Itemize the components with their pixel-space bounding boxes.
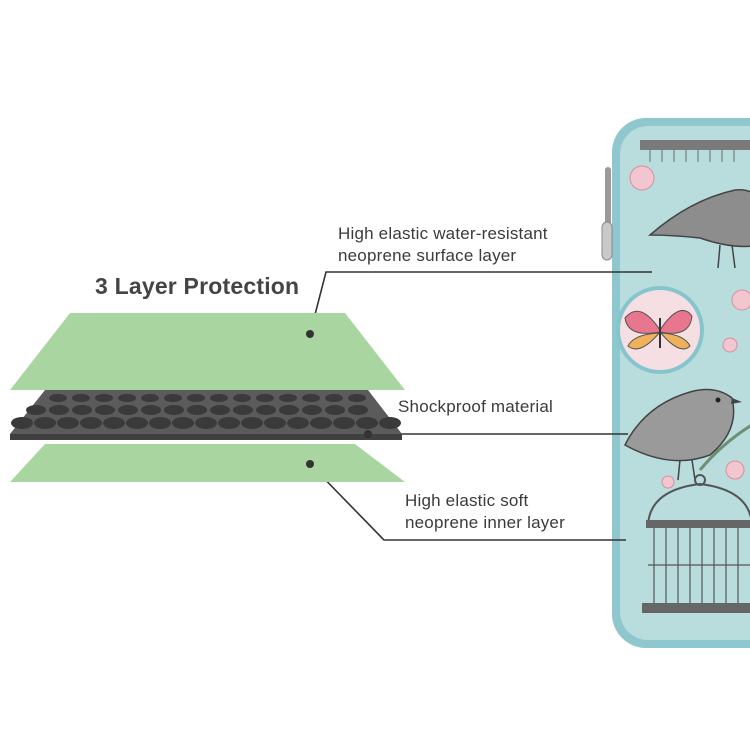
shockproof-dimples bbox=[11, 394, 401, 429]
dimple bbox=[279, 405, 299, 415]
dimple bbox=[126, 417, 148, 429]
laptop-sleeve bbox=[601, 118, 750, 648]
label-inner-line-1: High elastic soft bbox=[405, 491, 529, 510]
dimple bbox=[118, 405, 138, 415]
dimple bbox=[325, 394, 343, 402]
label-inner-layer: High elastic soft neoprene inner layer bbox=[405, 490, 565, 534]
dimple bbox=[80, 417, 102, 429]
dimple bbox=[256, 394, 274, 402]
dimple bbox=[302, 394, 320, 402]
dimple bbox=[195, 417, 217, 429]
dimple bbox=[233, 394, 251, 402]
dimple bbox=[172, 417, 194, 429]
dimple bbox=[72, 394, 90, 402]
butterfly-icon bbox=[624, 309, 693, 350]
branch bbox=[698, 424, 750, 471]
dimple bbox=[356, 417, 378, 429]
dimple bbox=[11, 417, 33, 429]
leader-line-outer bbox=[309, 271, 652, 335]
dimple bbox=[333, 417, 355, 429]
dimple bbox=[49, 405, 69, 415]
dimple bbox=[49, 394, 67, 402]
dimple bbox=[141, 405, 161, 415]
dimple bbox=[325, 405, 345, 415]
cage-top-bars bbox=[649, 150, 735, 162]
flower-icons bbox=[629, 165, 750, 489]
dimple bbox=[210, 405, 230, 415]
bird-icon-upper bbox=[648, 188, 750, 269]
dot-shock bbox=[364, 430, 372, 438]
dimple bbox=[256, 405, 276, 415]
label-shockproof-layer: Shockproof material bbox=[398, 396, 553, 418]
dimple bbox=[302, 405, 322, 415]
dimple bbox=[241, 417, 263, 429]
dimple bbox=[218, 417, 240, 429]
leader-dots bbox=[306, 330, 372, 468]
dimple bbox=[95, 405, 115, 415]
label-outer-layer: High elastic water-resistant neoprene su… bbox=[338, 223, 548, 267]
leader-line-inner bbox=[309, 463, 626, 541]
diagram-title: 3 Layer Protection bbox=[95, 273, 300, 299]
dimple bbox=[26, 405, 46, 415]
dimple bbox=[187, 405, 207, 415]
dimple bbox=[141, 394, 159, 402]
dimple bbox=[72, 405, 92, 415]
dimple bbox=[187, 394, 205, 402]
dimple bbox=[233, 405, 253, 415]
dimple bbox=[310, 417, 332, 429]
dimple bbox=[210, 394, 228, 402]
dimple bbox=[103, 417, 125, 429]
layer-inner bbox=[10, 444, 405, 482]
dot-inner bbox=[306, 460, 314, 468]
dimple bbox=[279, 394, 297, 402]
label-outer-line-1: High elastic water-resistant bbox=[338, 224, 548, 243]
bird-icon-lower bbox=[624, 388, 742, 481]
dimple bbox=[34, 417, 56, 429]
dimple bbox=[164, 405, 184, 415]
layer-outer-surface bbox=[10, 313, 405, 390]
dimple bbox=[287, 417, 309, 429]
dimple bbox=[348, 394, 366, 402]
cage-top-band bbox=[640, 140, 750, 150]
dimple bbox=[149, 417, 171, 429]
label-shock-line-1: Shockproof material bbox=[398, 397, 553, 416]
zipper-tab bbox=[601, 221, 613, 261]
layer-shockproof bbox=[10, 390, 402, 440]
birdcage-icon bbox=[642, 474, 750, 613]
dimple bbox=[95, 394, 113, 402]
dimple bbox=[57, 417, 79, 429]
sleeve-body bbox=[620, 126, 750, 640]
dimple bbox=[118, 394, 136, 402]
label-outer-line-2: neoprene surface layer bbox=[338, 246, 517, 265]
dimple bbox=[264, 417, 286, 429]
dimple bbox=[379, 417, 401, 429]
dimple bbox=[164, 394, 182, 402]
dimple bbox=[348, 405, 368, 415]
dot-outer bbox=[306, 330, 314, 338]
label-inner-line-2: neoprene inner layer bbox=[405, 513, 565, 532]
